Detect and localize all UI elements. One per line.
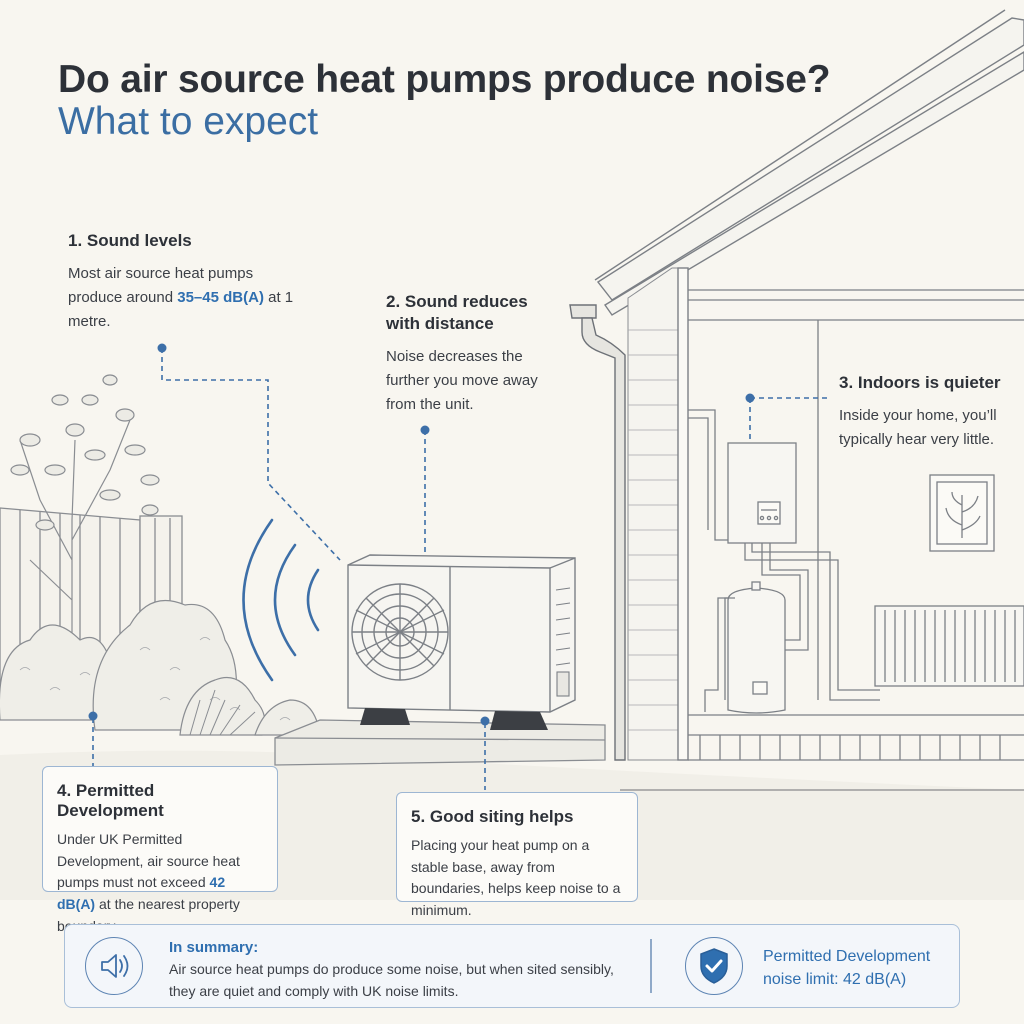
- gutter-and-downpipe: [569, 304, 626, 761]
- limit-line: Permitted Development: [763, 948, 931, 965]
- noise-limit-highlight: 42 dB(A): [57, 874, 226, 913]
- callout-title: 2. Sound reduces with distance: [386, 291, 546, 335]
- callout-title: 1. Sound levels: [68, 231, 192, 250]
- limit-line: noise limit: 42 dB(A): [763, 971, 907, 989]
- title-line: 2. Sound reduces: [386, 292, 528, 311]
- speaker-icon: [85, 937, 143, 995]
- callout-good-siting: 5. Good siting helps Placing your heat p…: [396, 792, 638, 918]
- page-title: Do air source heat pumps produce noise?: [58, 58, 831, 101]
- callout-text: Placing your heat pump on a stable base,…: [411, 837, 621, 919]
- concrete-base: [274, 719, 606, 766]
- roof: [594, 9, 1024, 316]
- brick-lines: [628, 329, 678, 731]
- interior: [688, 289, 1024, 761]
- summary-text: Air source heat pumps do produce some no…: [169, 961, 614, 999]
- callout-title: 4. Permitted Development: [57, 781, 164, 820]
- bush-texture: [19, 637, 291, 721]
- text-part: Most air source heat pumps produce aroun…: [68, 265, 254, 307]
- callout-permitted-development: 4. Permitted Development Under UK Permit…: [42, 766, 278, 934]
- pipes: [688, 409, 880, 712]
- callout-sound-levels: 1. Sound levels Most air source heat pum…: [68, 230, 308, 334]
- callout-text: Most air source heat pumps produce aroun…: [68, 262, 308, 334]
- text-part: at 1 metre.: [68, 289, 294, 331]
- grass: [189, 689, 256, 736]
- radiator: [874, 605, 1024, 687]
- callout-text: Noise decreases the further you move awa…: [386, 348, 538, 414]
- noise-limit-text: Permitted Development noise limit: 42 dB(…: [763, 945, 953, 991]
- callout-indoors: 3. Indoors is quieter Inside your home, …: [839, 372, 1019, 452]
- connector-dots: [88, 343, 755, 726]
- shield-check-icon: [685, 937, 743, 995]
- hot-water-cylinder: [727, 581, 786, 714]
- callout-distance: 2. Sound reduces with distance Noise decr…: [386, 291, 546, 417]
- summary-heading: In summary:: [169, 939, 259, 956]
- page-subtitle: What to expect: [58, 100, 319, 143]
- callout-connectors: [92, 348, 830, 790]
- bushes: [0, 599, 321, 736]
- fan-grille: [351, 583, 449, 681]
- tree: [10, 374, 160, 650]
- sound-level-highlight: 35–45 dB(A): [177, 289, 264, 307]
- brick-wall: [627, 267, 679, 761]
- picture-frame: [929, 474, 995, 552]
- unit-feet: [360, 708, 548, 730]
- sound-waves: [242, 518, 320, 682]
- callout-title: 3. Indoors is quieter: [839, 373, 1001, 392]
- callout-text: Inside your home, you’ll typically hear …: [839, 407, 997, 449]
- callout-title: 5. Good siting helps: [411, 807, 574, 826]
- side-vents: [555, 587, 571, 697]
- title-line: with distance: [386, 314, 494, 334]
- callout-text: Under UK Permitted Development, air sour…: [57, 829, 263, 937]
- summary-divider: [650, 939, 652, 993]
- wall-section: [677, 267, 689, 761]
- text-part: Under UK Permitted Development, air sour…: [57, 831, 240, 891]
- heat-pump-unit: [347, 554, 576, 730]
- indoor-unit: [727, 442, 797, 544]
- summary-panel: In summary: Air source heat pumps do pro…: [64, 924, 960, 1008]
